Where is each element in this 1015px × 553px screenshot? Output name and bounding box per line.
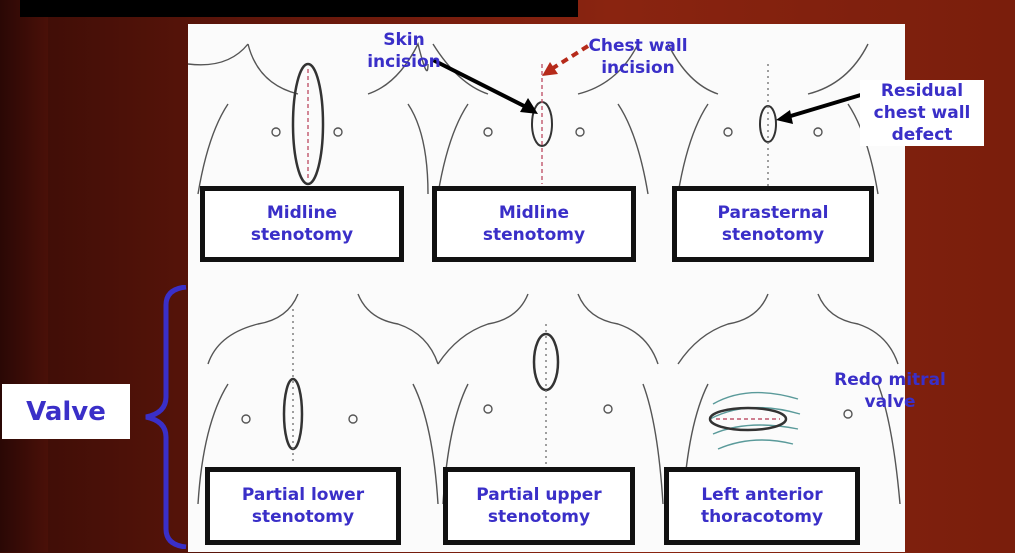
note-line: defect bbox=[860, 124, 984, 146]
label-line: stenotomy bbox=[722, 224, 824, 246]
left-decorative-stripe bbox=[0, 0, 48, 552]
label-partial-lower-stenotomy: Partial lower stenotomy bbox=[205, 467, 401, 545]
valve-brace bbox=[140, 285, 188, 553]
label-line: stenotomy bbox=[251, 224, 353, 246]
label-parasternal-stenotomy: Parasternal stenotomy bbox=[672, 186, 874, 262]
note-line: incision bbox=[364, 51, 444, 73]
label-line: Left anterior bbox=[701, 484, 822, 506]
label-line: Midline bbox=[499, 202, 569, 224]
note-redo-mitral-valve: Redo mitral valve bbox=[828, 369, 952, 413]
note-line: Chest wall bbox=[576, 35, 700, 57]
note-chest-wall-incision: Chest wall incision bbox=[576, 35, 700, 79]
note-line: chest wall bbox=[860, 102, 984, 124]
label-line: Midline bbox=[267, 202, 337, 224]
note-skin-incision: Skin incision bbox=[364, 29, 444, 73]
note-residual-defect: Residual chest wall defect bbox=[860, 80, 984, 146]
label-left-anterior-thoracotomy: Left anterior thoracotomy bbox=[664, 467, 860, 545]
title-bar bbox=[20, 0, 578, 17]
label-line: Parasternal bbox=[718, 202, 829, 224]
label-line: stenotomy bbox=[252, 506, 354, 528]
note-line: Residual bbox=[860, 80, 984, 102]
note-line: incision bbox=[576, 57, 700, 79]
label-line: stenotomy bbox=[488, 506, 590, 528]
note-line: Skin bbox=[364, 29, 444, 51]
valve-label: Valve bbox=[2, 384, 130, 439]
label-line: Partial lower bbox=[242, 484, 364, 506]
label-line: thoracotomy bbox=[701, 506, 823, 528]
label-midline-stenotomy-2: Midline stenotomy bbox=[432, 186, 636, 262]
label-midline-stenotomy-1: Midline stenotomy bbox=[200, 186, 404, 262]
note-line: Redo mitral bbox=[828, 369, 952, 391]
incision-figure: Midline stenotomy Midline stenotomy Para… bbox=[188, 24, 905, 552]
label-line: stenotomy bbox=[483, 224, 585, 246]
label-partial-upper-stenotomy: Partial upper stenotomy bbox=[443, 467, 635, 545]
note-line: valve bbox=[828, 391, 952, 413]
label-line: Partial upper bbox=[476, 484, 601, 506]
residual-arrowhead bbox=[776, 110, 793, 124]
